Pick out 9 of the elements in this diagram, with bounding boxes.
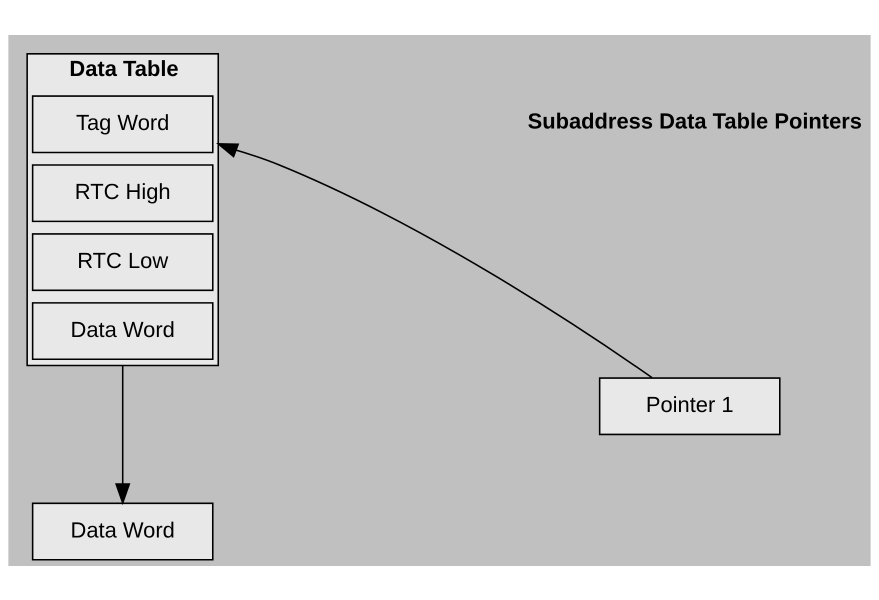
node-box: Pointer 1: [598, 376, 781, 435]
node-box: Tag Word: [32, 94, 214, 153]
node-box: RTC Low: [32, 232, 214, 291]
node-box: RTC High: [32, 164, 214, 222]
arrow: [216, 142, 652, 378]
arrow: [115, 365, 130, 505]
label: Subaddress Data Table Pointers: [528, 108, 862, 134]
node-box: Data Word: [32, 302, 214, 360]
node-box: Data Word: [32, 502, 214, 560]
